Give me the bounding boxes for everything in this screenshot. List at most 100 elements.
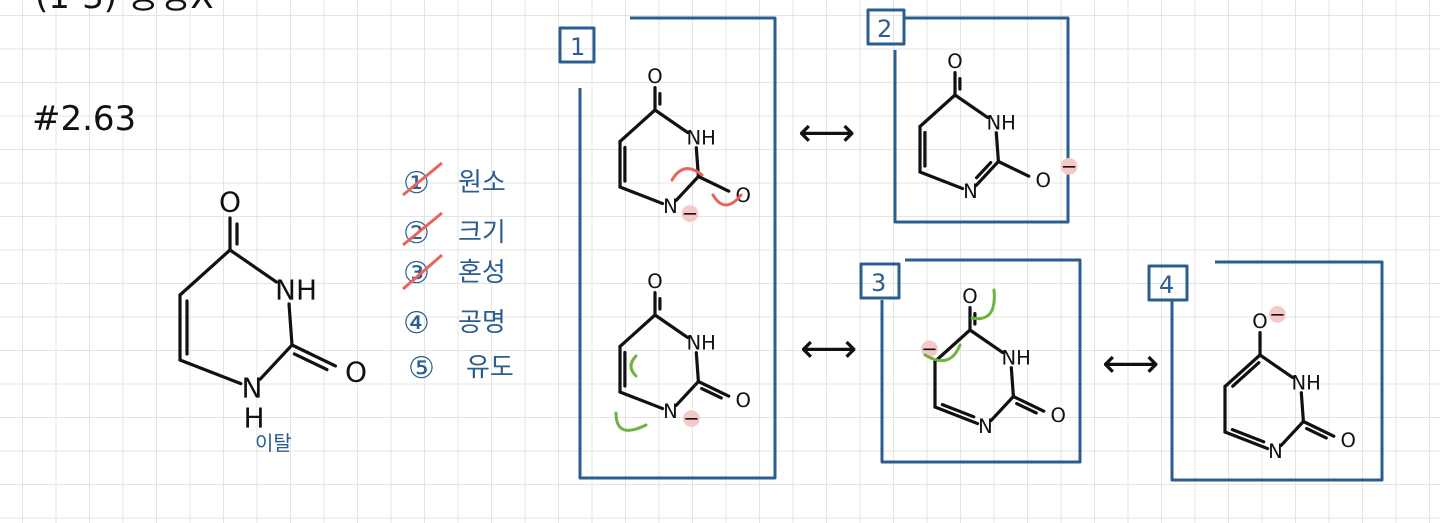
- curved-arrow: [670, 167, 704, 182]
- nitrogen-atom: N: [978, 415, 993, 438]
- curved-arrows: [614, 167, 996, 432]
- bond: [696, 174, 731, 193]
- pyrimidinone-structure: O NH O N−: [618, 270, 751, 430]
- bond: [1301, 419, 1336, 438]
- bond: [674, 379, 701, 408]
- box-label: 3: [871, 269, 886, 297]
- bond: [1279, 419, 1306, 448]
- oxygen-atom: O: [947, 50, 962, 73]
- strike-mark: [402, 253, 443, 291]
- charge-highlight: [681, 205, 699, 223]
- bond: [228, 248, 279, 284]
- resonance-arrow: ⟷: [1102, 341, 1159, 387]
- pyrimidinone-structure: O NH O N −: [918, 50, 1078, 203]
- bond: [674, 174, 701, 203]
- oxygen-atom: O: [735, 389, 750, 412]
- charge-highlight: [1060, 158, 1078, 175]
- bond: [1258, 353, 1295, 380]
- leaving-group-label: 이탈: [255, 431, 292, 455]
- box-label-frame: [558, 26, 596, 64]
- nitrogen-atom: N: [242, 372, 263, 405]
- bond: [1009, 366, 1016, 399]
- oxygen-atom: O: [962, 285, 977, 308]
- bond: [178, 358, 243, 386]
- negative-charge: −: [683, 407, 699, 430]
- bond: [1223, 430, 1270, 451]
- bond: [618, 390, 665, 411]
- oxygen-atom: O: [1252, 310, 1267, 333]
- curved-arrow: [629, 354, 638, 378]
- nh-group: NH: [687, 332, 716, 355]
- oxygen-atom: O: [345, 356, 367, 389]
- box-label-frame: [866, 8, 906, 46]
- bond: [618, 108, 657, 144]
- oxygen-atom: O: [647, 270, 662, 293]
- nitrogen-atom: N: [963, 180, 978, 203]
- bond: [1223, 353, 1262, 389]
- bond: [989, 394, 1016, 423]
- bond: [694, 351, 701, 384]
- bond: [653, 108, 690, 135]
- svg-text:원소: 원소: [458, 168, 506, 198]
- bond: [918, 170, 965, 191]
- oxygen-atom: O: [1035, 169, 1050, 192]
- nh-group: NH: [275, 274, 317, 307]
- box-label: 4: [1159, 271, 1174, 299]
- bond: [178, 248, 232, 297]
- problem-number: #2.63: [32, 99, 136, 139]
- bond: [618, 313, 657, 349]
- bond: [953, 93, 990, 120]
- bond: [258, 343, 294, 381]
- curved-arrow: [711, 193, 743, 207]
- bond: [1305, 426, 1328, 440]
- charge-highlight: [683, 410, 700, 427]
- nitrogen-atom: N: [663, 195, 678, 218]
- oxygen-atom: O: [735, 184, 750, 207]
- resonance-arrow: ⟷: [798, 110, 855, 156]
- resonance-arrow: ⟷: [800, 326, 857, 372]
- box-1: 1: [558, 16, 777, 480]
- nh-group: NH: [1292, 372, 1321, 395]
- strike-mark: [402, 161, 443, 197]
- box-label: 2: [877, 15, 892, 43]
- bond: [1230, 428, 1266, 444]
- curved-arrow: [923, 343, 962, 363]
- nitrogen-atom: N: [1268, 440, 1283, 463]
- box-3: 3: [859, 258, 1082, 464]
- bond: [1299, 391, 1306, 424]
- bond: [933, 328, 972, 364]
- nh-group: NH: [687, 127, 716, 150]
- partial-title: (1-3) 공명X: [35, 0, 214, 17]
- criteria-item: ②크기: [402, 211, 506, 251]
- bond: [996, 159, 1031, 178]
- box-label: 1: [570, 33, 585, 61]
- charge-highlight: [1269, 306, 1286, 323]
- bond: [974, 159, 1001, 188]
- strike-mark: [402, 211, 443, 247]
- negative-charge: −: [682, 202, 698, 225]
- oxygen-atom: O: [1340, 429, 1355, 452]
- negative-charge: −: [1061, 155, 1077, 178]
- nh-group: NH: [987, 112, 1016, 135]
- bond: [653, 313, 690, 340]
- bond: [933, 405, 980, 426]
- svg-text:④: ④: [403, 306, 430, 341]
- bond: [1231, 361, 1261, 388]
- bond: [940, 403, 976, 419]
- bond: [290, 343, 337, 368]
- nitrogen-atom: N: [663, 400, 678, 423]
- bond: [292, 352, 329, 372]
- box-4: 4: [1147, 260, 1384, 482]
- criteria-item: ①원소: [402, 161, 506, 201]
- oxygen-atom: O: [1050, 404, 1065, 427]
- hydrogen-atom: H: [243, 402, 264, 435]
- curved-arrow: [970, 288, 996, 321]
- bond: [287, 302, 294, 347]
- svg-text:크기: 크기: [458, 218, 506, 248]
